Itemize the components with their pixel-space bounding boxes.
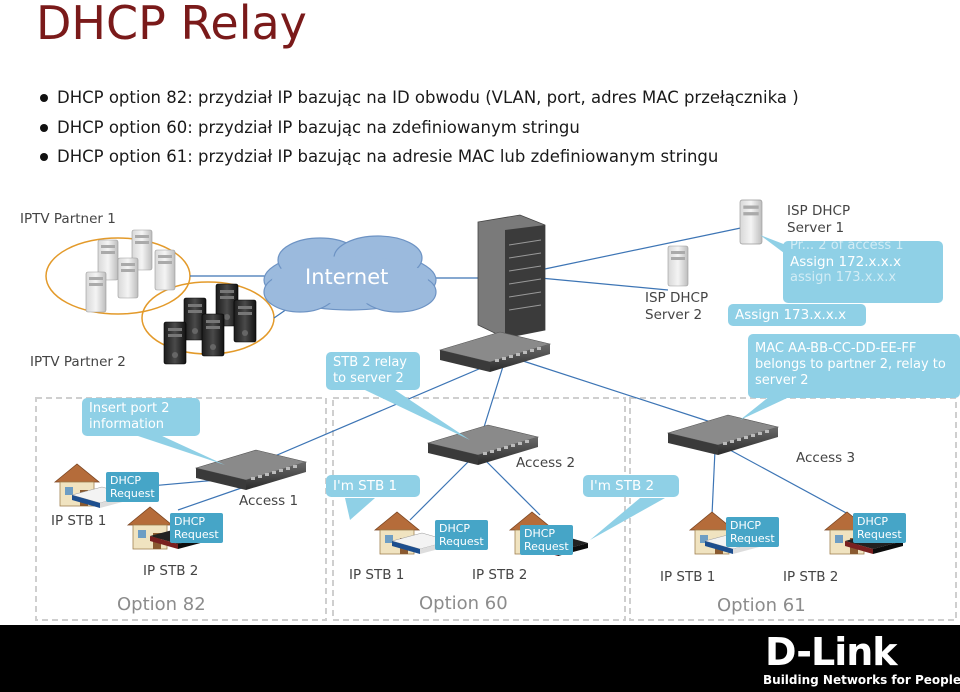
option-61-label: Option 61 <box>717 595 806 616</box>
bullet-option-60: DHCP option 60: przydział IP bazując na … <box>38 113 799 143</box>
slide-title: DHCP Relay <box>36 0 307 50</box>
iptv-partner-2-label: IPTV Partner 2 <box>30 354 126 370</box>
iptv-partner-1-label: IPTV Partner 1 <box>20 211 116 227</box>
internet-cloud <box>263 235 437 313</box>
ip-stb-2-label: IP STB 2 <box>143 563 199 579</box>
d-link-tagline: Building Networks for People <box>763 673 960 687</box>
callout-stb2-relay: STB 2 relay to server 2 <box>326 352 420 390</box>
option-60-label: Option 60 <box>419 593 508 614</box>
callout-im-stb2: I'm STB 2 <box>583 475 679 497</box>
callout-insert-port: Insert port 2 information <box>82 398 200 436</box>
option-82-label: Option 82 <box>117 594 206 615</box>
access-3-label: Access 3 <box>796 450 856 466</box>
internet-label: Internet <box>305 265 389 289</box>
callout-im-stb1: I'm STB 1 <box>326 475 420 497</box>
bullet-list: DHCP option 82: przydział IP bazując na … <box>38 83 799 172</box>
footer-bar <box>0 625 960 692</box>
bullet-option-82: DHCP option 82: przydział IP bazując na … <box>38 83 799 113</box>
ip-stb-1-label: IP STB 1 <box>51 513 107 529</box>
callout-assign-173: Assign 173.x.x.x <box>728 304 866 326</box>
bullet-option-61: DHCP option 61: przydział IP bazując na … <box>38 142 799 172</box>
isp-server-1-label: ISP DHCP Server 1 <box>787 203 851 236</box>
d-link-logo: D-Link <box>765 630 898 674</box>
callout-assign-172: Pr... 2 of access 1 Assign 172.x.x.x ass… <box>783 241 943 303</box>
ip-stb-1-label: IP STB 1 <box>660 569 716 585</box>
isp-server-2-label: ISP DHCP Server 2 <box>645 290 709 323</box>
ip-stb-1-label: IP STB 1 <box>349 567 405 583</box>
access-2-label: Access 2 <box>516 455 576 471</box>
network-diagram <box>35 199 957 621</box>
ip-stb-2-label: IP STB 2 <box>472 567 528 583</box>
callout-mac-address: MAC AA-BB-CC-DD-EE-FF belongs to partner… <box>748 334 960 398</box>
ip-stb-2-label: IP STB 2 <box>783 569 839 585</box>
access-1-label: Access 1 <box>239 493 299 509</box>
option-60-box <box>332 397 626 621</box>
core-chassis <box>477 214 546 339</box>
